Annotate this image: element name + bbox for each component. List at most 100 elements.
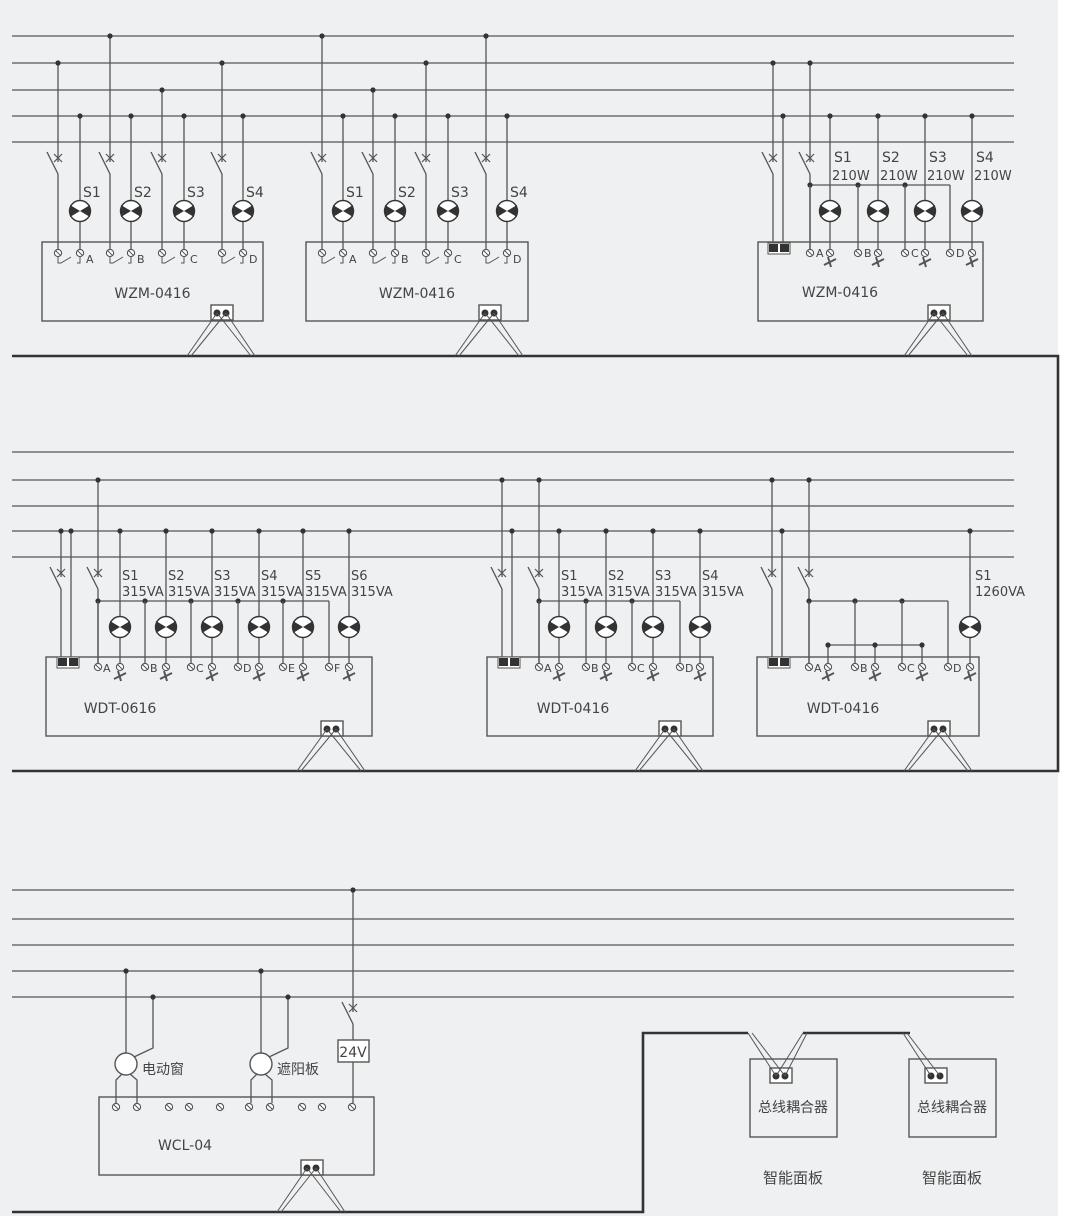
channel-letter: F [334,662,340,675]
lamp-icon-wedge [80,205,90,217]
bus-tap-dot [256,528,262,534]
bus-tap-wire [942,312,973,357]
bus-tap-dot [123,968,129,974]
lamp-label: S2 [168,569,185,584]
terminal-slot [697,664,703,670]
lamp-icon-wedge [166,621,176,633]
lamp-icon-wedge [333,205,343,217]
power-terminal [69,658,78,666]
terminal-slot [209,664,215,670]
bus-tap-dot [650,528,656,534]
lamp-icon-wedge [497,205,507,217]
lamp-rating: 210W [974,169,1012,184]
breaker-switch-icon [797,566,810,590]
lamp-rating: 315VA [561,585,603,600]
breaker-x-icon [768,153,778,163]
channel-letter: D [953,662,961,675]
lamp-icon-wedge [243,205,253,217]
bus-tap-dot [504,113,510,119]
motor-label: 遮阳板 [277,1062,319,1078]
bus-tap-dot [258,968,264,974]
lamp-icon-wedge [700,621,710,633]
terminal-slot [77,250,83,256]
module-name: WZM-0416 [114,286,190,302]
terminal-slot [947,250,953,256]
bus-tap-wire [300,728,337,772]
bus-tap-dot [240,113,246,119]
terminal-slot [217,1104,223,1110]
power-terminal-block [767,656,791,669]
lamp-icon-wedge [249,621,259,633]
lamp-icon-wedge [438,205,448,217]
dimmer-module-box [756,656,980,737]
coupler-label: 总线耦合器 [917,1100,987,1116]
channel-letter: B [864,247,872,260]
dimmer-icon [209,670,214,682]
bus-tap-wire [315,1167,346,1213]
terminal-slot [807,250,813,256]
bus-tap-dot [779,528,785,534]
lamp-label: S3 [187,185,205,201]
bus-tap-wire [454,312,486,357]
breaker-switch-icon [49,566,62,590]
terminal-slot [423,250,429,256]
dimmer-module-box [45,656,373,737]
bus-tap-dot [285,994,291,1000]
terminal-slot [340,250,346,256]
bus-tap-dot [603,528,609,534]
relay-contact-icon [181,257,185,264]
terminal-slot [504,250,510,256]
lamp-label: S4 [976,150,994,166]
bus-tap-wire [634,728,666,772]
terminal-slot [300,664,306,670]
terminal-slot [188,664,194,670]
channel-letter: C [454,253,462,266]
bus-tap-dot [875,113,881,119]
breaker-x-icon [805,153,815,163]
module-name: WDT-0416 [807,701,880,717]
bus-tap-dot [556,528,562,534]
bus-tap-dot [219,60,225,66]
bus-tap-dot [128,113,134,119]
dimmer-icon [969,256,974,268]
terminal-slot [142,664,148,670]
relay-contact-icon [425,256,440,264]
terminal-slot [677,664,683,670]
lamp-icon-wedge [120,621,130,633]
breaker-x-icon [105,153,115,163]
dimmer-icon [300,670,305,682]
bus-tap-wire [296,728,328,772]
lamp-rating: 210W [927,169,965,184]
terminal-slot [967,664,973,670]
lamp-icon-wedge [868,205,878,217]
bus-tap-wire [673,728,704,772]
relay-contact-icon [161,256,176,264]
lamp-label: S1 [122,569,139,584]
lamp-icon-wedge [349,621,359,633]
breaker-x-icon [93,568,103,578]
bus-tap-wire [907,312,944,357]
relay-contact-icon [504,257,508,264]
breaker-switch-icon [361,151,374,175]
relay-contact-icon [221,256,236,264]
breaker-switch-icon [86,566,99,590]
lamp-label: S1 [561,569,578,584]
lamp-icon-wedge [970,621,980,633]
lamp-label: S4 [261,569,278,584]
channel-letter: C [190,253,198,266]
bus-tap-dot [499,477,505,483]
dimmer-module-box [757,241,984,322]
bus-tap-dot [117,528,123,534]
breaker-x-icon [497,568,507,578]
dimmer-icon [919,670,924,682]
lamp-icon-wedge [202,621,212,633]
bus-tap-wire [751,1032,786,1077]
power-terminal [510,658,519,666]
bus-coupler-box [908,1058,997,1138]
bus-tap-wire [458,312,495,357]
relay-contact-icon [372,256,387,264]
bus-tap-dot [55,60,61,66]
junction-dot [872,642,878,648]
terminal-slot [280,664,286,670]
dimmer-icon [650,670,655,682]
